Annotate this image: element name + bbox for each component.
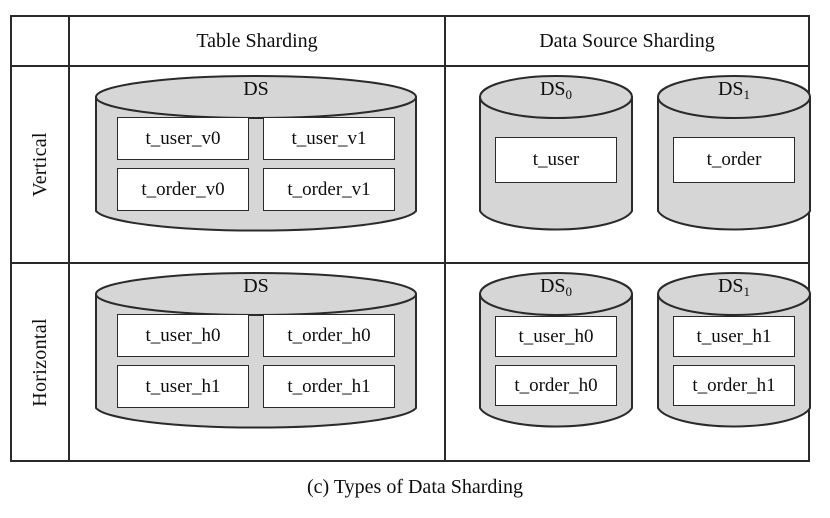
table-header-row: Table Sharding Data Source Sharding (12, 17, 808, 67)
column-header-data-source-sharding: Data Source Sharding (539, 29, 715, 52)
table-box: t_order_v0 (117, 168, 249, 211)
figure-caption: (c) Types of Data Sharding (307, 476, 523, 498)
table-box: t_order_h0 (263, 314, 395, 357)
column-header-table-sharding: Table Sharding (70, 17, 446, 65)
row-header-vertical: Vertical (12, 67, 70, 262)
table-box: t_order_h0 (495, 365, 617, 406)
table-box-group: t_user_h0 t_order_h0 (495, 316, 617, 406)
table-box-group: t_user_v0 t_user_v1 t_order_v0 t_order_v… (117, 117, 395, 211)
table-box-group: t_order (673, 137, 795, 183)
table-box: t_user_h1 (117, 365, 249, 408)
header-corner-cell (12, 17, 70, 65)
table-box: t_order_h1 (263, 365, 395, 408)
datasource-cylinder-ds: DS t_user_h0 t_order_h0 t_user_h1 t_orde… (95, 272, 417, 430)
table-row-horizontal: Horizontal DS t_user_h0 t_order_h0 t_use… (12, 264, 811, 460)
table-box: t_user (495, 137, 617, 183)
datasource-cylinder-ds1: DS1 t_order (657, 75, 811, 233)
datasource-cylinder-ds1: DS1 t_user_h1 t_order_h1 (657, 272, 811, 430)
cell-horizontal-data-source-sharding: DS0 t_user_h0 t_order_h0 DS1 (446, 264, 811, 460)
table-box: t_order_h1 (673, 365, 795, 406)
row-header-vertical-label: Vertical (28, 132, 51, 197)
cell-vertical-data-source-sharding: DS0 t_user DS1 t_order (446, 67, 811, 262)
table-box-group: t_user_h1 t_order_h1 (673, 316, 795, 406)
table-box-group: t_user (495, 137, 617, 183)
row-header-horizontal-label: Horizontal (28, 317, 51, 407)
table-box: t_user_h0 (117, 314, 249, 357)
table-box: t_order_v1 (263, 168, 395, 211)
cell-horizontal-table-sharding: DS t_user_h0 t_order_h0 t_user_h1 t_orde… (70, 264, 446, 460)
row-header-horizontal: Horizontal (12, 264, 70, 460)
datasource-cylinder-ds0: DS0 t_user (479, 75, 633, 233)
table-box-group: t_user_h0 t_order_h0 t_user_h1 t_order_h… (117, 314, 395, 408)
cell-vertical-table-sharding: DS t_user_v0 t_user_v1 t_order_v0 t_orde… (70, 67, 446, 262)
table-box: t_user_v1 (263, 117, 395, 160)
table-box: t_order (673, 137, 795, 183)
data-sharding-table: Table Sharding Data Source Sharding Vert… (10, 15, 811, 462)
datasource-cylinder-ds0: DS0 t_user_h0 t_order_h0 (479, 272, 633, 430)
table-row-vertical: Vertical DS t_user_v0 t_user_v1 t_order_… (12, 67, 811, 264)
table-box: t_user_h1 (673, 316, 795, 357)
table-box: t_user_h0 (495, 316, 617, 357)
table-box: t_user_v0 (117, 117, 249, 160)
datasource-cylinder-ds: DS t_user_v0 t_user_v1 t_order_v0 t_orde… (95, 75, 417, 233)
